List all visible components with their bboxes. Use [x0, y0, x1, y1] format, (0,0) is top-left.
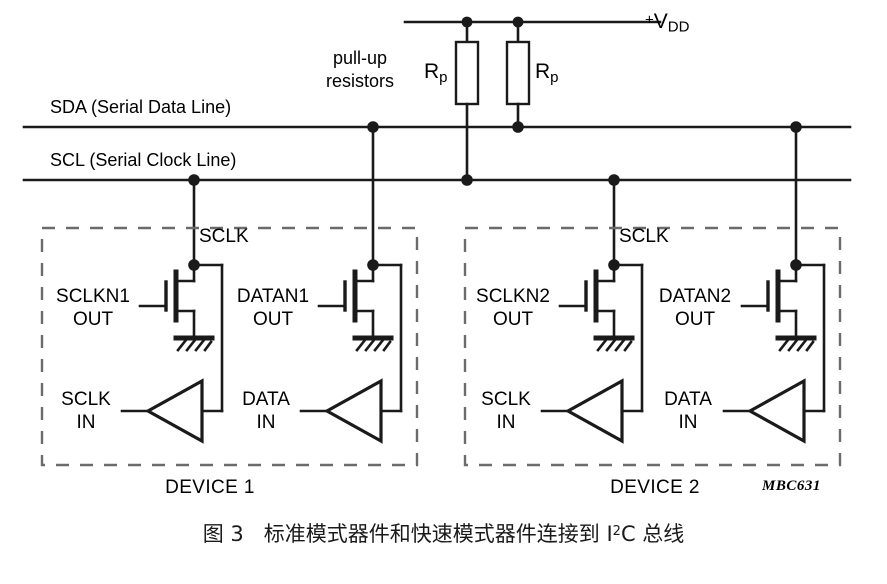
device-1-name-label: DEVICE 1 [165, 477, 255, 498]
vdd-rail-label: +VDD [645, 10, 690, 36]
junction-scl-r1 [461, 174, 473, 186]
junction-vdd-r2 [512, 16, 524, 28]
junction-scl-device-1 [188, 174, 200, 186]
resistor-2-label: Rp [535, 60, 559, 87]
junction-scl-device-2 [608, 174, 620, 186]
device-2-clk-buffer [564, 378, 624, 444]
junction-device-2-clk-node [608, 259, 620, 271]
resistor-1-label: Rp [424, 60, 448, 87]
device-1-clk-ground-hatch-4 [203, 340, 213, 352]
device-2-clock-node-label: SCLK [619, 226, 669, 247]
device-1-clk-ground-hatch-3 [194, 338, 206, 352]
device-1-clk-buffer [144, 378, 204, 444]
device-1-clk-ground-hatch-2 [185, 338, 197, 352]
device-1-dat-ground-hatch-3 [373, 338, 385, 352]
junction-sda-r2 [512, 121, 524, 133]
junction-sda-device-2 [790, 121, 802, 133]
device-1-dat-buffer [323, 378, 383, 444]
device-2-clk-ground-hatch-3 [614, 338, 626, 352]
junction-vdd-r1 [461, 16, 473, 28]
device-1-clk-ground-hatch-1 [176, 338, 188, 352]
device-2-dat-buffer [746, 378, 806, 444]
junction-sda-device-1 [367, 121, 379, 133]
device-2-clk-ground-hatch-4 [623, 340, 633, 352]
junction-device-1-dat-node [367, 259, 379, 271]
device-2-dat-ground-hatch-4 [805, 340, 815, 352]
scl-bus-label: SCL (Serial Clock Line) [50, 150, 237, 170]
resistor-2-body [505, 40, 531, 106]
figure-caption: 图 3 标准模式器件和快速模式器件连接到 I2C 总线 [202, 522, 685, 546]
junction-device-2-dat-node [790, 259, 802, 271]
device-2-dat-ground-hatch-2 [787, 338, 799, 352]
device-1-boundary-box [40, 226, 419, 467]
device-2-dat-ground-hatch-3 [796, 338, 808, 352]
device-2-clk-ground-hatch-1 [596, 338, 608, 352]
drawing-number-label: MBC631 [762, 478, 821, 494]
device-1-clock-node-label: SCLK [199, 226, 249, 247]
device-2-clk-ground-hatch-2 [605, 338, 617, 352]
sda-bus-label: SDA (Serial Data Line) [50, 97, 232, 117]
junction-device-1-clk-node [188, 259, 200, 271]
device-2-boundary-box [463, 226, 842, 467]
device-1-dat-ground-hatch-2 [364, 338, 376, 352]
device-2-name-label: DEVICE 2 [610, 477, 700, 498]
device-1-dat-ground-hatch-1 [355, 338, 367, 352]
resistor-1-body [454, 40, 480, 106]
device-1-dat-ground-hatch-4 [382, 340, 392, 352]
device-2-dat-ground-hatch-1 [778, 338, 790, 352]
